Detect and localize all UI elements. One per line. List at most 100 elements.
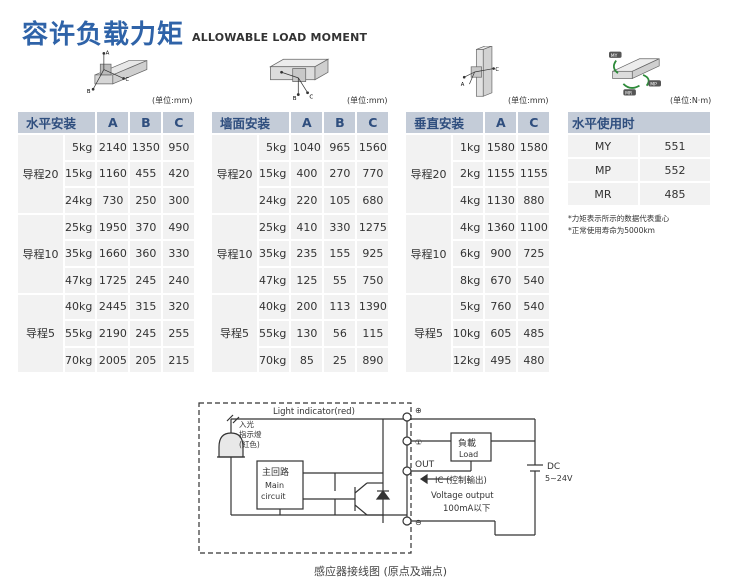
table-row: MP 552 [568, 159, 710, 181]
label-c2: C [309, 94, 313, 100]
value-cell: 1660 [97, 241, 129, 266]
col-header: C [357, 112, 389, 133]
weight-cell: 35kg [259, 241, 290, 266]
table-row: 导程5 40kg 200 113 1390 [212, 294, 389, 373]
weight-cell: 55kg [259, 321, 290, 346]
value-cell: 315 [130, 294, 162, 320]
table-row: 55kg 2190 245 255 [18, 321, 195, 346]
value-cell: 400 [291, 161, 323, 187]
moment-name: MY [568, 135, 638, 157]
value-cell: 1155 [518, 161, 550, 187]
in-light-label-3: (紅色) [239, 439, 260, 449]
value-cell: 1130 [485, 188, 517, 213]
table-row: 导程20 5kg 2140 1350 950 [18, 135, 195, 213]
out-label: OUT [415, 460, 435, 470]
table-row: 2kg 1155 1155 [406, 161, 550, 187]
horizontal-mount-table: 水平安装 A B C 导程20 5kg 2140 1350 950 15kg 1… [16, 110, 196, 374]
unit-label-3: (单位:mm) [508, 96, 549, 105]
weight-cell: 25kg [65, 214, 96, 240]
table-row: MY 551 [568, 135, 710, 157]
col-header: A [485, 112, 517, 133]
value-cell: 605 [485, 321, 517, 346]
group-label: 导程10 [18, 214, 63, 293]
value-cell: 1390 [357, 294, 389, 320]
weight-cell: 10kg [453, 321, 484, 346]
value-cell: 1950 [97, 214, 129, 240]
table-row: 35kg 235 155 925 [212, 241, 389, 266]
table-row: 4kg 1130 880 [406, 188, 550, 213]
value-cell: 2140 [97, 135, 129, 160]
table-title: 垂直安装 [406, 112, 484, 133]
group-label: 导程5 [18, 294, 63, 373]
label-b2: B [293, 96, 297, 102]
table-row: 8kg 670 540 [406, 267, 550, 293]
horizontal-usage-table: 水平使用时 MY 551 MP 552 MR 485 [566, 110, 712, 207]
moment-name: MP [568, 159, 638, 181]
value-cell: 1580 [485, 135, 517, 160]
weight-cell: 5kg [259, 135, 290, 160]
dc-voltage-label: 5~24V [545, 474, 573, 483]
current-limit-label: 100mA以下 [443, 504, 491, 514]
group-label: 导程5 [212, 294, 257, 373]
voltage-output-label: Voltage output [431, 491, 494, 501]
value-cell: 2005 [97, 347, 129, 373]
weight-cell: 25kg [259, 214, 290, 240]
value-cell: 320 [163, 294, 195, 320]
value-cell: 890 [357, 347, 389, 373]
col-header: A [291, 112, 323, 133]
moment-illustration: MY MP MR [609, 51, 661, 97]
value-cell: 1350 [130, 135, 162, 160]
diagram-caption: 感应器接线图 (原点及端点) [314, 565, 448, 578]
in-light-label-2: 指示燈 [239, 429, 262, 439]
main-circuit-en-2: circuit [261, 492, 286, 501]
value-cell: 1560 [357, 135, 389, 160]
weight-cell: 35kg [65, 241, 96, 266]
weight-cell: 5kg [65, 135, 96, 160]
value-cell: 255 [163, 321, 195, 346]
label-c: C [125, 77, 129, 83]
value-cell: 245 [130, 267, 162, 293]
vertical-mount-illustration: A C [461, 46, 499, 97]
value-cell: 680 [357, 188, 389, 213]
group-label: 导程10 [212, 214, 257, 293]
table-row: 35kg 1660 360 330 [18, 241, 195, 266]
main-circuit-zh: 主回路 [262, 466, 289, 478]
value-cell: 200 [291, 294, 323, 320]
value-cell: 330 [163, 241, 195, 266]
col-header: B [130, 112, 162, 133]
value-cell: 370 [130, 214, 162, 240]
value-cell: 2445 [97, 294, 129, 320]
value-cell: 235 [291, 241, 323, 266]
label-mr: MR [625, 91, 632, 97]
value-cell: 925 [357, 241, 389, 266]
value-cell: 55 [324, 267, 356, 293]
value-cell: 300 [163, 188, 195, 213]
unit-label-2: (单位:mm) [347, 96, 388, 105]
table-row: 12kg 495 480 [406, 347, 550, 373]
table-row: MR 485 [568, 183, 710, 205]
table-row: 70kg 2005 205 215 [18, 347, 195, 373]
sensor-wiring-diagram: Light indicator(red) 入光 指示燈 (紅色) 主回路 Mai… [198, 402, 573, 554]
value-cell: 2190 [97, 321, 129, 346]
value-cell: 1040 [291, 135, 323, 160]
table-row: 47kg 125 55 750 [212, 267, 389, 293]
notes: *力矩表示所示的数据代表重心 *正常使用寿命为5000km [568, 213, 669, 237]
value-cell: 130 [291, 321, 323, 346]
value-cell: 205 [130, 347, 162, 373]
value-cell: 245 [130, 321, 162, 346]
value-cell: 1275 [357, 214, 389, 240]
table-row: 导程10 25kg 410 330 1275 [212, 214, 389, 293]
note-item: *正常使用寿命为5000km [568, 226, 655, 235]
value-cell: 495 [485, 347, 517, 373]
table-title: 水平使用时 [568, 112, 710, 133]
group-label: 导程5 [406, 294, 451, 373]
unit-label-4: (单位:N·m) [670, 96, 712, 105]
value-cell: 25 [324, 347, 356, 373]
value-cell: 420 [163, 161, 195, 187]
value-cell: 750 [357, 267, 389, 293]
group-label: 导程20 [212, 135, 257, 213]
horizontal-mount-illustration: A C B [87, 50, 148, 95]
load-zh: 負載 [458, 437, 476, 449]
title-en: ALLOWABLE LOAD MOMENT [192, 31, 368, 44]
value-cell: 540 [518, 267, 550, 293]
